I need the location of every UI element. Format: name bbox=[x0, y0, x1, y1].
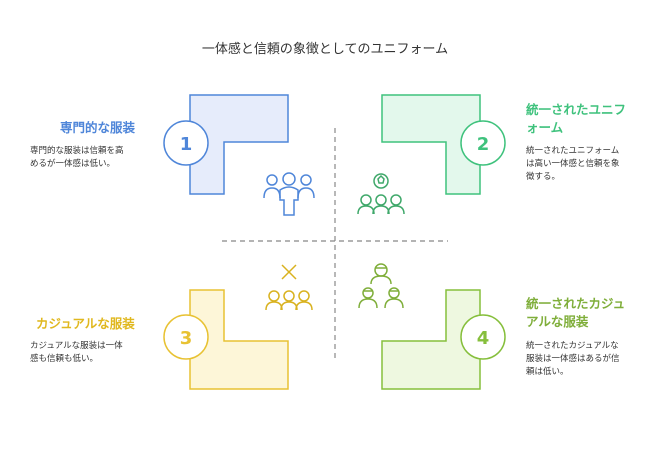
quadrant-1-number: 1 bbox=[180, 134, 193, 155]
professional-people-icon bbox=[263, 172, 315, 216]
quadrant-1-description-line: めるが一体感は低い。 bbox=[30, 159, 116, 169]
quadrant-2-number-circle bbox=[460, 120, 506, 166]
quadrant-3-description-line: カジュアルな服装は一体 bbox=[30, 341, 123, 351]
quadrant-2-heading-line: ォーム bbox=[526, 120, 564, 135]
quadrant-2-shape bbox=[381, 94, 481, 195]
quadrant-4-shape bbox=[381, 289, 481, 390]
casual-uniform-people-icon bbox=[358, 263, 404, 309]
quadrant-3-description: カジュアルな服装は一体 感も信頼も低い。 bbox=[30, 340, 123, 366]
quadrant-2-description-line: 統一されたユニフォーム bbox=[526, 146, 620, 156]
quadrant-4-description: 統一されたカジュアルな 服装は一体感はあるが信 頼は低い。 bbox=[526, 340, 620, 379]
quadrant-3-number-circle bbox=[163, 314, 209, 360]
quadrant-1-number-circle bbox=[163, 120, 209, 166]
quadrant-4-description-line: 統一されたカジュアルな bbox=[526, 341, 619, 351]
quadrant-2-number: 2 bbox=[477, 134, 490, 155]
quadrant-1-heading: 専門的な服装 bbox=[60, 120, 136, 135]
quadrant-4-description-line: 頼は低い。 bbox=[526, 367, 569, 377]
quadrant-4-number-circle bbox=[460, 314, 506, 360]
quadrant-2-description-line: 徴する。 bbox=[526, 172, 561, 182]
team-ball-icon bbox=[357, 173, 405, 215]
quadrant-2-heading-line: 統一されたユニフ bbox=[526, 102, 627, 117]
quadrant-1-description: 専門的な服装は信頼を高 めるが一体感は低い。 bbox=[30, 145, 124, 171]
quadrant-4-heading-line: アルな服装 bbox=[526, 314, 589, 329]
quadrant-4-heading: 統一されたカジュ アルな服装 bbox=[526, 295, 625, 331]
casual-people-icon bbox=[265, 264, 313, 311]
quadrant-3-number: 3 bbox=[180, 328, 193, 349]
quadrant-2-heading: 統一されたユニフ ォーム bbox=[526, 101, 626, 137]
quadrant-4-heading-line: 統一されたカジュ bbox=[526, 296, 626, 311]
quadrant-3-heading: カジュアルな服装 bbox=[36, 316, 135, 331]
quadrant-3-shape bbox=[189, 289, 289, 390]
quadrant-2-description-line: は高い一体感と信頼を象 bbox=[526, 159, 620, 169]
quadrant-2-description: 統一されたユニフォーム は高い一体感と信頼を象 徴する。 bbox=[526, 145, 620, 184]
quadrant-4-description-line: 服装は一体感はあるが信 bbox=[526, 354, 620, 364]
quadrant-3-description-line: 感も信頼も低い。 bbox=[30, 354, 99, 364]
quadrant-1-shape bbox=[189, 94, 289, 195]
quadrant-4-number: 4 bbox=[477, 328, 490, 349]
quadrant-1-description-line: 専門的な服装は信頼を高 bbox=[30, 146, 124, 156]
diagram-title: 一体感と信頼の象徴としてのユニフォーム bbox=[201, 42, 449, 57]
